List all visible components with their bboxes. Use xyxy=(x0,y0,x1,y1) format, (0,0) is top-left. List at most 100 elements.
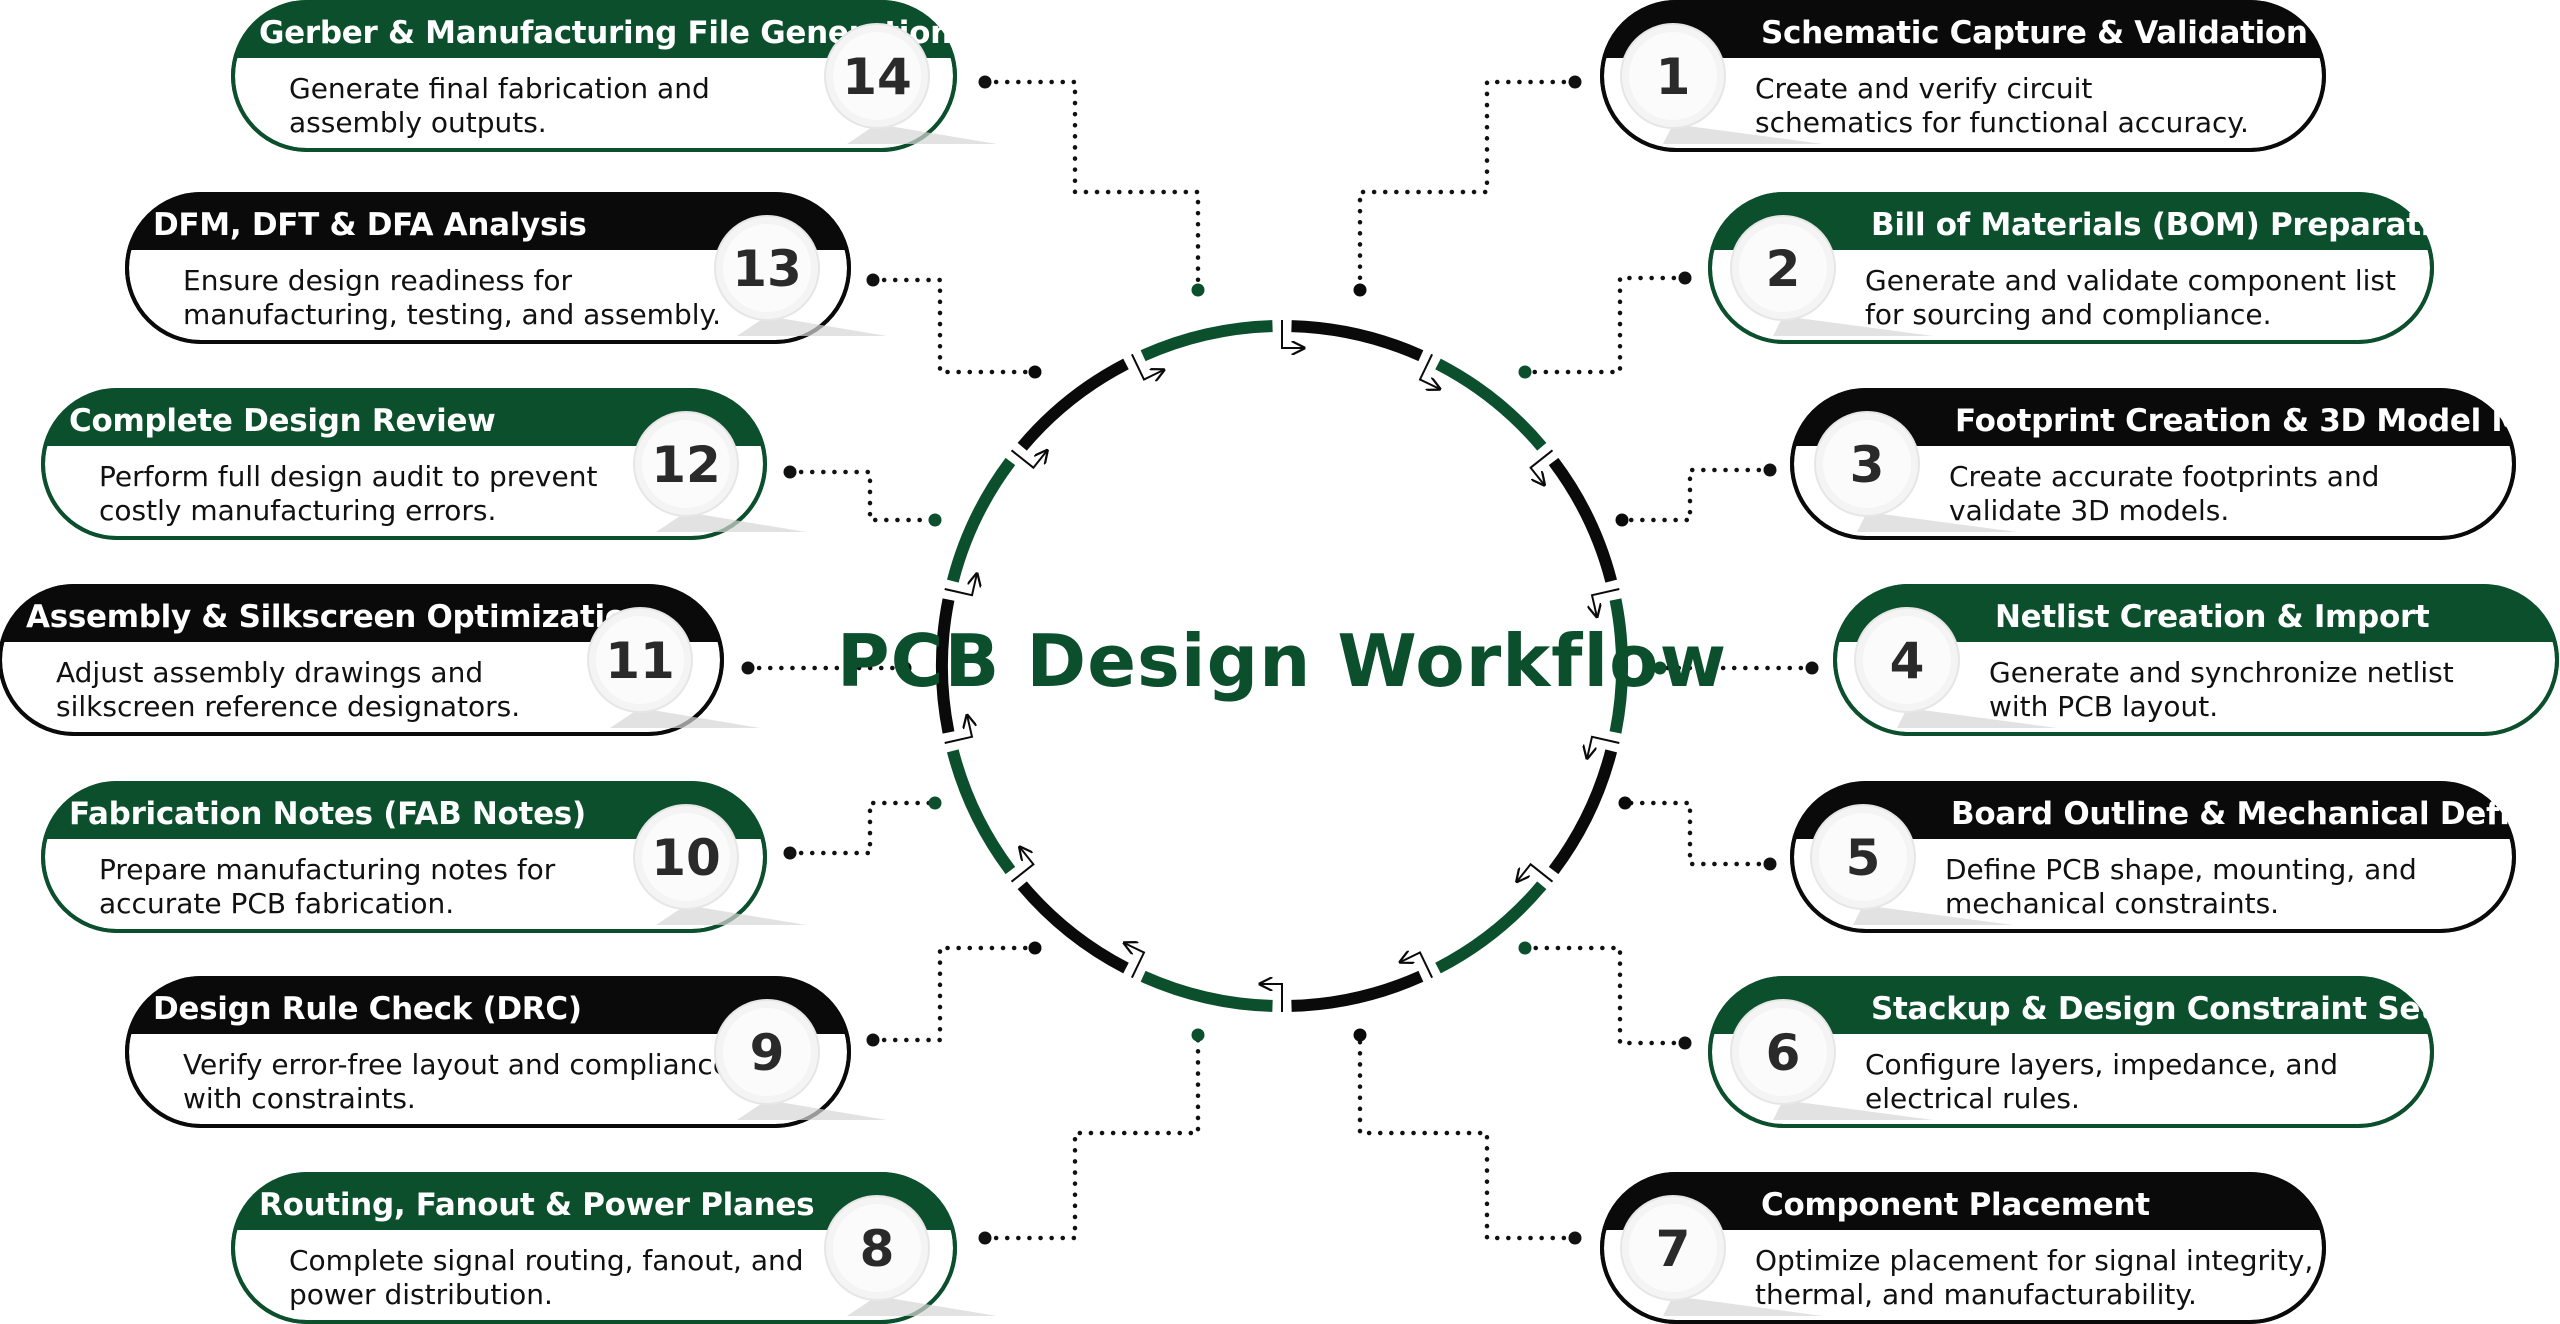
card-description-line: Verify error-free layout and compliance xyxy=(183,1048,730,1081)
badge-inner xyxy=(1629,32,1717,120)
step-number: 13 xyxy=(732,240,802,298)
badge-shadow xyxy=(656,512,806,532)
card-title: Fabrication Notes (FAB Notes) xyxy=(69,796,586,832)
badge-inner xyxy=(596,616,684,704)
connector-dot-end xyxy=(928,796,942,810)
card-description-line: costly manufacturing errors. xyxy=(99,494,496,527)
card-description-line: validate 3D models. xyxy=(1949,494,2229,527)
ring-segment-6 xyxy=(1435,881,1547,974)
step-number: 7 xyxy=(1656,1220,1691,1278)
connector-dot-end xyxy=(1191,1028,1205,1042)
ring-arrow-icon xyxy=(944,574,977,597)
step-card-5: Board Outline & Mechanical DefinitionDef… xyxy=(1790,781,2560,933)
connector-6 xyxy=(1522,945,1688,1046)
card-description-line: Generate and synchronize netlist xyxy=(1989,656,2454,689)
card-description-line: Complete signal routing, fanout, and xyxy=(289,1244,804,1277)
badge-inner xyxy=(833,1204,921,1292)
card-description-line: manufacturing, testing, and assembly. xyxy=(183,298,721,331)
ring-segment-13 xyxy=(1017,358,1129,451)
badge-inner xyxy=(723,1008,811,1096)
card-description-line: assembly outputs. xyxy=(289,106,547,139)
step-card-9: Design Rule Check (DRC) Verify error-free… xyxy=(125,976,887,1128)
workflow-ring xyxy=(936,320,1628,1012)
ring-segment-14 xyxy=(1140,320,1273,362)
card-description-line: Create accurate footprints and xyxy=(1949,460,2379,493)
ring-segment-12 xyxy=(946,457,1016,583)
card-description-line: Perform full design audit to prevent xyxy=(99,460,597,493)
connector-dot-end xyxy=(1653,661,1667,675)
ring-segment-11 xyxy=(936,598,955,734)
connector-dot-start xyxy=(1763,463,1777,477)
diagram-title: PCB Design Workflow xyxy=(837,619,1727,703)
step-card-6: Stackup & Design Constraint SetupConfigu… xyxy=(1708,976,2479,1128)
connector-dot-start xyxy=(978,1231,992,1245)
step-number: 2 xyxy=(1766,240,1801,298)
card-description-line: mechanical constraints. xyxy=(1945,887,2279,920)
ring-arrow-icon xyxy=(1592,588,1620,617)
ring-arrow-icon xyxy=(1124,943,1146,979)
card-title: Design Rule Check (DRC) xyxy=(153,991,582,1027)
step-number: 3 xyxy=(1850,436,1885,494)
step-card-14: Gerber & Manufacturing File GenerationGe… xyxy=(231,0,997,152)
badge-inner xyxy=(1629,1204,1717,1292)
card-title-band xyxy=(1710,978,2432,1034)
badge-inner xyxy=(1863,616,1951,704)
connector-9 xyxy=(870,945,1038,1043)
ring-segment-8 xyxy=(1140,970,1273,1012)
connector-2 xyxy=(1522,275,1688,375)
card-title-band xyxy=(1835,586,2557,642)
connector-dot-end xyxy=(1615,513,1629,527)
connector-dot-start xyxy=(1568,75,1582,89)
step-card-3: Footprint Creation & 3D Model MappingCre… xyxy=(1790,388,2560,540)
connector-dot-start xyxy=(866,1033,880,1047)
badge-shadow xyxy=(1663,1296,1823,1316)
card-description-line: thermal, and manufacturability. xyxy=(1755,1278,2197,1311)
step-number: 11 xyxy=(605,632,675,690)
badge-shadow xyxy=(1857,512,2017,532)
connectors xyxy=(741,75,1819,1245)
card-description-line: Prepare manufacturing notes for xyxy=(99,853,556,886)
connector-dot-end xyxy=(898,661,912,675)
connector-dot-end xyxy=(1353,283,1367,297)
connector-dot-end xyxy=(1191,283,1205,297)
connector-dot-start xyxy=(978,75,992,89)
card-description-line: schematics for functional accuracy. xyxy=(1755,106,2249,139)
ring-arrow-icon xyxy=(1400,953,1434,979)
connector-1 xyxy=(1357,79,1578,293)
badge-inner xyxy=(642,813,730,901)
badge-shadow xyxy=(1663,124,1823,144)
badge-shadow xyxy=(1853,905,2013,925)
connector-dot-end xyxy=(1618,796,1632,810)
step-number: 5 xyxy=(1846,829,1881,887)
ring-arrow-icon xyxy=(1010,450,1048,470)
ring-arrow-icon xyxy=(1517,862,1554,881)
ring-arrow-icon xyxy=(1010,847,1035,883)
connector-dot-end xyxy=(1518,365,1532,379)
badge-inner xyxy=(642,420,730,508)
connector-3 xyxy=(1619,467,1773,523)
step-number: 14 xyxy=(842,48,912,106)
step-number: 1 xyxy=(1656,48,1691,106)
card-description-line: silkscreen reference designators. xyxy=(56,690,520,723)
card-description-line: Define PCB shape, mounting, and xyxy=(1945,853,2417,886)
card-title: Routing, Fanout & Power Planes xyxy=(259,1187,814,1223)
card-title-band xyxy=(1602,2,2324,58)
ring-segment-9 xyxy=(1017,881,1129,974)
badge-shadow xyxy=(737,1100,887,1120)
badge-shadow xyxy=(656,905,806,925)
ring-arrow-icon xyxy=(944,715,972,744)
badge-inner xyxy=(1819,813,1907,901)
ring-segment-4 xyxy=(1609,598,1628,734)
connector-dot-start xyxy=(741,661,755,675)
ring-segment-10 xyxy=(946,749,1016,875)
card-description-line: Configure layers, impedance, and xyxy=(1865,1048,2338,1081)
step-number: 4 xyxy=(1890,632,1925,690)
card-description-line: for sourcing and compliance. xyxy=(1865,298,2272,331)
card-description-line: with constraints. xyxy=(183,1082,416,1115)
